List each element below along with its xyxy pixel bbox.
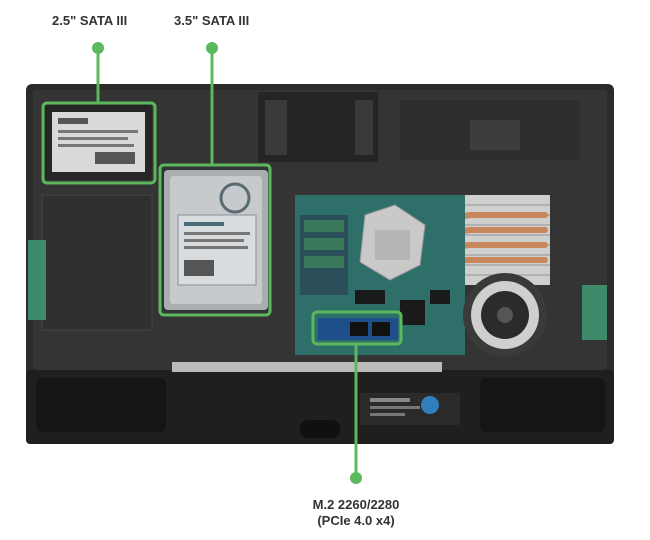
hard-drive-icon: [164, 170, 268, 310]
ram-icon: [304, 220, 344, 268]
m2-callout-label-line1: M.2 2260/2280: [312, 497, 400, 512]
heatsink-icon: [407, 195, 550, 285]
motherboard-icon: [295, 195, 465, 355]
sata35-callout-frame: [158, 163, 272, 317]
sata25-callout-label: 2.5" SATA III: [52, 13, 128, 28]
callout-leaders: [96, 48, 358, 476]
m2-callout-label-line2: (PCIe 4.0 x4): [317, 513, 395, 528]
fan-icon: [463, 273, 547, 357]
ssd-icon: [45, 105, 152, 180]
speaker-icon: [480, 378, 605, 432]
callout-dots: [92, 42, 362, 484]
bottom-speaker-bar: [26, 362, 614, 444]
sata35-callout-label: 3.5" SATA III: [174, 13, 250, 28]
speaker-icon: [36, 378, 166, 432]
